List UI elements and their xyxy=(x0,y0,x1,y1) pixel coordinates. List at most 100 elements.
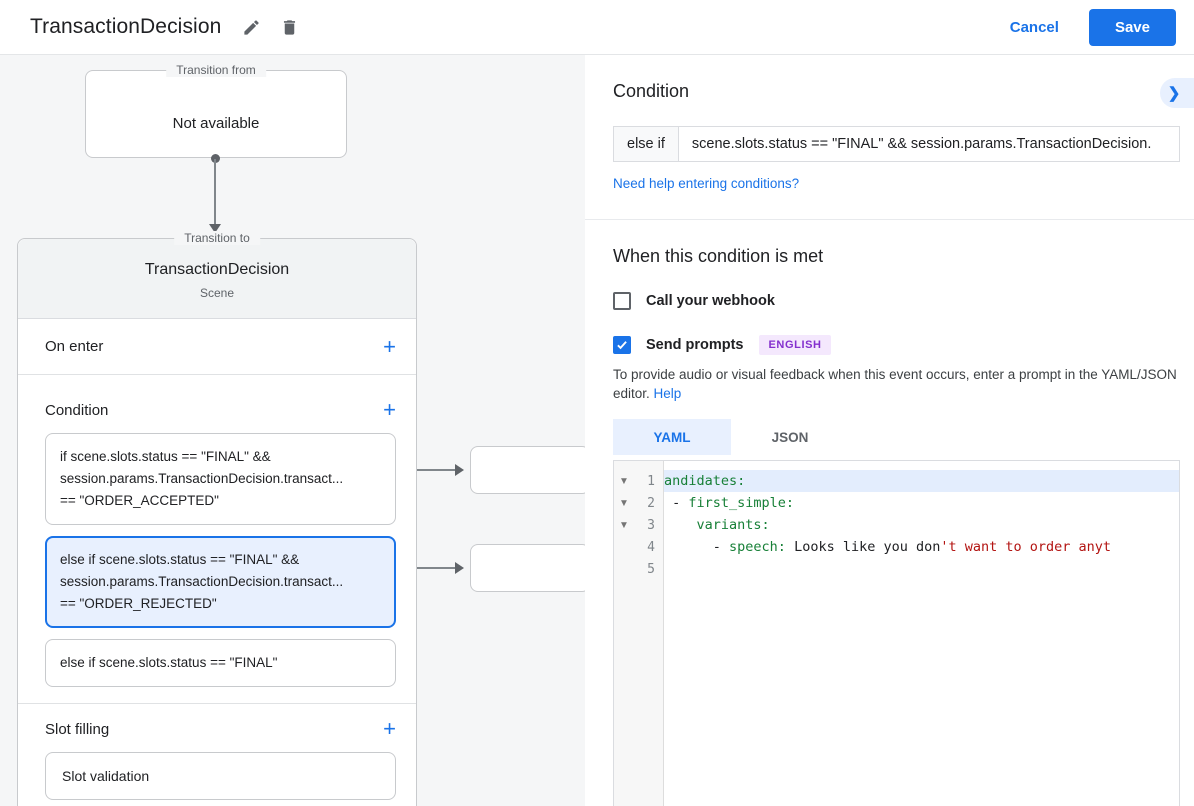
code-token-string: 't want to order anyt xyxy=(940,539,1112,555)
edit-scene-button[interactable] xyxy=(237,13,265,41)
slot-filling-label: Slot filling xyxy=(45,720,110,738)
arrow-right-icon xyxy=(455,562,464,574)
delete-scene-button[interactable] xyxy=(275,13,303,41)
gutter-row: ▼3 xyxy=(614,514,663,536)
help-link[interactable]: Help xyxy=(653,386,682,401)
checkmark-icon xyxy=(615,338,629,352)
condition-input-row: else if xyxy=(613,126,1180,162)
add-slot-button[interactable]: + xyxy=(383,716,396,741)
code-token-key: first_simple: xyxy=(688,495,795,511)
gutter-row: ▼2 xyxy=(614,492,663,514)
condition-detail-panel: ❯ Condition else if Need help entering c… xyxy=(585,55,1194,806)
code-line[interactable]: - first_simple: xyxy=(664,492,1179,514)
when-met-title: When this condition is met xyxy=(613,246,824,266)
panel-divider xyxy=(585,219,1194,220)
add-condition-button[interactable]: + xyxy=(383,397,396,422)
condition-card-line: if scene.slots.status == "FINAL" && xyxy=(60,449,271,464)
scene-diagram-canvas: Transition from Not available Transition… xyxy=(0,55,585,806)
condition-connector-line xyxy=(398,567,456,569)
fold-arrow-icon[interactable]: ▼ xyxy=(619,497,629,509)
prompt-helper-text: To provide audio or visual feedback when… xyxy=(613,365,1179,403)
add-on-enter-button[interactable]: + xyxy=(383,333,396,359)
trash-icon xyxy=(280,18,299,37)
transition-target-box[interactable] xyxy=(470,446,585,494)
condition-card-line: else if scene.slots.status == "FINAL" && xyxy=(60,552,300,567)
condition-section: Condition + if scene.slots.status == "FI… xyxy=(18,375,416,704)
gutter-row: 4 xyxy=(614,536,663,558)
condition-card[interactable]: if scene.slots.status == "FINAL" && sessi… xyxy=(45,433,396,525)
line-number: 3 xyxy=(647,517,655,533)
code-token-key: andidates: xyxy=(664,473,746,489)
code-line[interactable] xyxy=(664,558,1179,580)
line-number: 1 xyxy=(647,473,655,489)
transition-from-box: Transition from Not available xyxy=(85,63,347,158)
send-prompts-label: Send prompts xyxy=(646,337,744,353)
send-prompts-row: Send prompts ENGLISH xyxy=(613,335,1180,355)
transition-from-value: Not available xyxy=(172,115,260,132)
on-enter-label: On enter xyxy=(45,338,104,355)
line-number: 4 xyxy=(647,539,655,555)
code-line[interactable]: variants: xyxy=(664,514,1179,536)
condition-card-line: session.params.TransactionDecision.trans… xyxy=(60,574,344,589)
code-token-plain: - xyxy=(664,539,730,555)
webhook-checkbox[interactable] xyxy=(613,292,631,310)
editor-code-area[interactable]: andidates: - first_simple: variants: - s… xyxy=(664,461,1179,806)
transition-from-label: Transition from xyxy=(166,63,266,77)
webhook-label: Call your webhook xyxy=(646,293,775,309)
fold-arrow-icon[interactable]: ▼ xyxy=(619,519,629,531)
scene-name: TransactionDecision xyxy=(144,261,290,278)
condition-card[interactable]: else if scene.slots.status == "FINAL" xyxy=(45,639,396,687)
condition-card-list: if scene.slots.status == "FINAL" && sessi… xyxy=(45,433,396,687)
slot-card[interactable]: Slot validation xyxy=(45,752,396,800)
connector-dot xyxy=(211,154,220,163)
main-area: Transition from Not available Transition… xyxy=(0,55,1194,806)
condition-card-line: session.params.TransactionDecision.trans… xyxy=(60,471,344,486)
on-enter-section: On enter + xyxy=(18,319,416,375)
fold-arrow-icon[interactable]: ▼ xyxy=(619,475,629,487)
helper-text: To provide audio or visual feedback when… xyxy=(613,367,1177,401)
top-bar: TransactionDecision Cancel Save xyxy=(0,0,1194,55)
condition-connector-line xyxy=(398,469,456,471)
language-badge: ENGLISH xyxy=(759,335,831,355)
webhook-row: Call your webhook xyxy=(613,292,1180,310)
condition-expression-input[interactable] xyxy=(677,126,1180,162)
chevron-right-icon: ❯ xyxy=(1167,85,1181,102)
tab-yaml[interactable]: YAML xyxy=(613,419,731,455)
slot-filling-section: Slot filling + Slot validation xyxy=(18,704,416,806)
scene-card: Transition to TransactionDecision Scene … xyxy=(17,231,417,806)
code-line[interactable]: - speech: Looks like you don't want to o… xyxy=(664,536,1179,558)
send-prompts-checkbox[interactable] xyxy=(613,336,631,354)
condition-prefix-label: else if xyxy=(613,126,678,162)
collapse-panel-button[interactable]: ❯ xyxy=(1160,78,1194,108)
code-token-plain: Looks like you don xyxy=(785,539,941,555)
gutter-row: 5 xyxy=(614,558,663,580)
scene-card-header[interactable]: TransactionDecision Scene xyxy=(18,239,416,319)
code-token-key: variants: xyxy=(696,517,770,533)
condition-card-selected[interactable]: else if scene.slots.status == "FINAL" &&… xyxy=(45,536,396,628)
pencil-icon xyxy=(242,18,261,37)
code-line[interactable]: andidates: xyxy=(664,470,1179,492)
arrow-down-icon xyxy=(209,224,221,233)
condition-card-line: == "ORDER_REJECTED" xyxy=(60,596,217,611)
tab-json[interactable]: JSON xyxy=(771,429,809,445)
transition-to-label: Transition to xyxy=(174,231,260,245)
connector-line xyxy=(214,159,216,225)
scene-type-label: Scene xyxy=(199,286,235,300)
condition-card-line: else if scene.slots.status == "FINAL" xyxy=(60,655,278,670)
transition-target-box[interactable] xyxy=(470,544,585,592)
condition-section-label: Condition xyxy=(45,401,109,419)
editor-tab-bar: YAML JSON xyxy=(613,419,1180,455)
cancel-button[interactable]: Cancel xyxy=(1009,18,1059,36)
code-token-plain: - xyxy=(664,495,689,511)
line-number: 2 xyxy=(647,495,655,511)
save-button[interactable]: Save xyxy=(1088,8,1176,46)
condition-panel-title: Condition xyxy=(613,81,690,101)
line-number: 5 xyxy=(647,561,655,577)
condition-help-link[interactable]: Need help entering conditions? xyxy=(613,176,800,191)
code-token-key: speech: xyxy=(729,539,786,555)
slot-card-list: Slot validation xyxy=(45,752,396,800)
page-title: TransactionDecision xyxy=(30,15,222,38)
